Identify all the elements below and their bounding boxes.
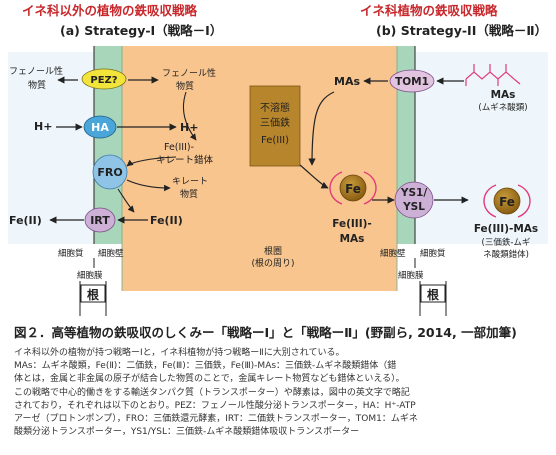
- caption-body: イネ科以外の植物が持つ戦略ーⅠと，イネ科植物が持つ戦略ーⅡに大別されている。 M…: [14, 347, 546, 439]
- phenol-inner-label-1: フェノール性: [162, 67, 216, 79]
- mugineic-acid-molecule: [465, 64, 521, 86]
- insoluble-fe-box: [249, 85, 301, 167]
- right-subtitle: (b) Strategy-II（戦略－Ⅱ）: [376, 23, 547, 38]
- fe2-outer-label: Fe(II): [9, 214, 42, 227]
- left-title: イネ科以外の植物の鉄吸収戦略: [22, 3, 198, 18]
- left-cell-wall-label: 細胞壁: [98, 248, 124, 259]
- fro-label: FRO: [97, 166, 122, 179]
- insoluble-fe-label-2: 三価鉄: [260, 116, 290, 129]
- h-plus-inner: H+: [180, 121, 198, 134]
- rhizosphere-label-2: (根の周り): [251, 257, 294, 269]
- fe-inner-label: Fe: [345, 182, 361, 196]
- caption-line: 体とは，金属と非金属の原子が結合した物質のことで，金属キレート物質なども錯体とい…: [14, 374, 405, 385]
- caption-line: 酸類分泌トランスポーター，YS1/YSL：三価鉄-ムギネ酸類錯体吸収トランスポー…: [14, 427, 360, 438]
- fe3-mas-outer-label-2: (三価鉄-ムギ: [482, 237, 531, 248]
- tom1-label: TOM1: [395, 76, 429, 88]
- right-cytoplasm-label: 細胞質: [420, 248, 446, 259]
- phenol-inner-label-2: 物質: [176, 80, 194, 92]
- left-root-label: 根: [87, 287, 99, 302]
- h-plus-outer: H+: [34, 120, 52, 133]
- chelate-release-arrow: [126, 179, 171, 192]
- chelate-substance-label-1: キレート: [172, 177, 208, 187]
- ys1-label-2: YSL: [402, 201, 425, 213]
- caption-line: MAs：ムギネ酸類，Fe(Ⅱ)：二価鉄，Fe(Ⅲ)：三価鉄，Fe(Ⅲ)-MAs：…: [14, 361, 397, 372]
- fe3-chelate-label-2: キレート錯体: [156, 154, 214, 166]
- fe-outer-label: Fe: [499, 195, 515, 209]
- caption-line: この戦略で中心的働きをする輸送タンパク質（トランスポーター）や酵素は，図中の英文…: [14, 387, 410, 398]
- irt-transporter: [84, 207, 116, 233]
- left-cytoplasm-label: 細胞質: [58, 248, 84, 259]
- irt-label: IRT: [90, 214, 110, 227]
- left-root-box: [80, 284, 106, 303]
- fe-ball-outer: [493, 187, 521, 215]
- fe3-chelate-label-1: Fe(III)-: [164, 142, 194, 153]
- pez-transporter: [81, 68, 127, 90]
- right-title: イネ科植物の鉄吸収戦略: [360, 3, 498, 18]
- right-root-box: [420, 284, 446, 303]
- caption-line: されており，それぞれは以下のとおり。PEZ：フェノール性酸分泌トランスポーター，…: [14, 400, 416, 411]
- phenol-outer-label-1: フェノール性: [9, 65, 63, 77]
- mas-inner-label: MAs: [334, 75, 360, 88]
- pez-label: PEZ?: [90, 75, 117, 86]
- fe3-mas-inner-label-2: MAs: [340, 233, 365, 245]
- rhizosphere-label-1: 根圏: [264, 245, 282, 257]
- tom1-transporter: [389, 69, 435, 93]
- fe3-mas-outer-label-3: ネ酸類錯体): [483, 249, 529, 260]
- right-cytoplasm-area: [415, 52, 548, 244]
- mas-molecule-label-2: (ムギネ酸類): [478, 102, 527, 113]
- right-cell-wall-label: 細胞壁: [380, 248, 406, 259]
- mas-to-soil-arrow: [308, 91, 335, 166]
- caption-line: イネ科以外の植物が持つ戦略ーⅠと，イネ科植物が持つ戦略ーⅡに大別されている。: [14, 348, 345, 358]
- right-root-label: 根: [427, 287, 439, 302]
- right-membrane-label: 細胞膜: [398, 270, 424, 281]
- mas-molecule-label-1: MAs: [491, 89, 516, 101]
- ys1-label-1: YS1/: [400, 187, 427, 199]
- insoluble-fe-label-3: Fe(III): [261, 135, 289, 146]
- figure-caption: 図２．高等植物の鉄吸収のしくみー「戦略ーⅠ」と「戦略ーⅡ」(野副ら, 2014,…: [14, 322, 546, 439]
- caption-line: アーゼ（プロトンポンプ），FRO：三価鉄還元酵素，IRT：二価鉄トランスポーター…: [14, 414, 418, 425]
- phenol-to-fe-arrow: [182, 91, 197, 141]
- fe-to-complex-arrow: [299, 164, 329, 189]
- ys1-ysl-transporter: [394, 181, 434, 219]
- caption-title: 図２．高等植物の鉄吸収のしくみー「戦略ーⅠ」と「戦略ーⅡ」(野副ら, 2014,…: [14, 325, 517, 340]
- chelate-to-fro-arrow: [126, 156, 177, 167]
- fe3-mas-inner-label-1: Fe(III)-: [332, 218, 372, 230]
- chelate-substance-label-2: 物質: [180, 188, 198, 200]
- fro-reductase: [92, 154, 128, 190]
- left-subtitle: (a) Strategy-I（戦略－Ⅰ）: [60, 23, 222, 38]
- ha-label: HA: [91, 121, 109, 134]
- left-membrane-label: 細胞膜: [77, 270, 103, 281]
- left-cytoplasm-area: [8, 52, 94, 244]
- phenol-outer-label-2: 物質: [28, 79, 46, 91]
- fe3-mas-complex-inner: Fe: [329, 171, 377, 205]
- fe-ball-inner: [339, 174, 367, 202]
- reduction-arrow: [117, 188, 135, 213]
- fe2-inner-label: Fe(II): [150, 214, 183, 227]
- iron-uptake-diagram: イネ科以外の植物の鉄吸収戦略 (a) Strategy-I（戦略－Ⅰ） イネ科植…: [8, 3, 548, 316]
- insoluble-fe-label-1: 不溶態: [260, 101, 290, 114]
- fe3-mas-outer-label-1: Fe(III)-MAs: [474, 223, 538, 235]
- ha-proton-pump: [83, 115, 117, 139]
- fe3-mas-complex-outer: Fe: [483, 184, 531, 218]
